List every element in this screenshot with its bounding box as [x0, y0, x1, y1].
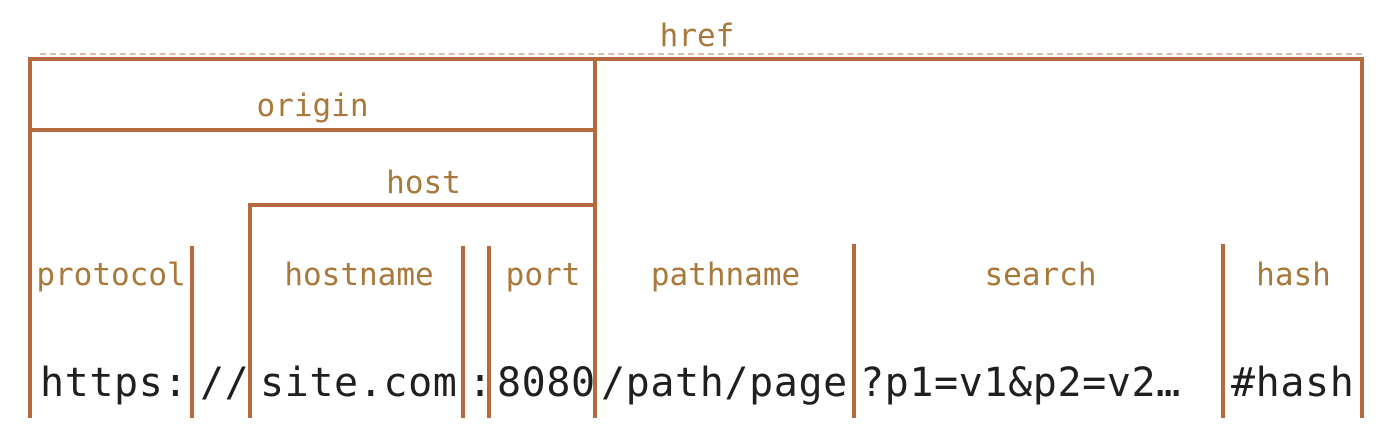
- origin-divider-line: [593, 57, 597, 418]
- url-search-text: ?p1=v1&p2=v2…: [860, 360, 1181, 406]
- pathname-label: pathname: [650, 257, 801, 293]
- host-underline: [248, 203, 597, 207]
- url-port-text: 8080: [497, 360, 596, 406]
- port-left-line: [487, 246, 491, 418]
- host-label: host: [386, 165, 461, 201]
- host-left-line: [248, 204, 252, 418]
- right-edge-line: [1360, 57, 1364, 418]
- url-port-colon-text: :: [468, 360, 493, 406]
- hash-label: hash: [1256, 257, 1331, 293]
- search-hash-divider-line: [1221, 244, 1225, 418]
- hostname-label: hostname: [284, 257, 434, 293]
- left-edge-line: [28, 57, 32, 418]
- port-label: port: [505, 257, 581, 293]
- url-hostname-text: site.com: [260, 360, 458, 406]
- hostname-right-line: [461, 246, 465, 418]
- protocol-divider-line: [190, 246, 194, 418]
- origin-label: origin: [256, 88, 369, 124]
- url-protocol-text: https:: [40, 360, 189, 406]
- href-underline-artifact: [40, 53, 1362, 55]
- href-top-line: [28, 57, 1364, 61]
- pathname-search-divider-line: [852, 244, 856, 418]
- protocol-label: protocol: [36, 257, 186, 293]
- url-hash-text: #hash: [1231, 360, 1355, 406]
- origin-bottom-line: [28, 128, 597, 132]
- url-slashes-text: //: [200, 360, 250, 406]
- search-label: search: [984, 257, 1097, 293]
- url-pathname-text: /path/page: [601, 360, 848, 406]
- href-label: href: [659, 18, 735, 54]
